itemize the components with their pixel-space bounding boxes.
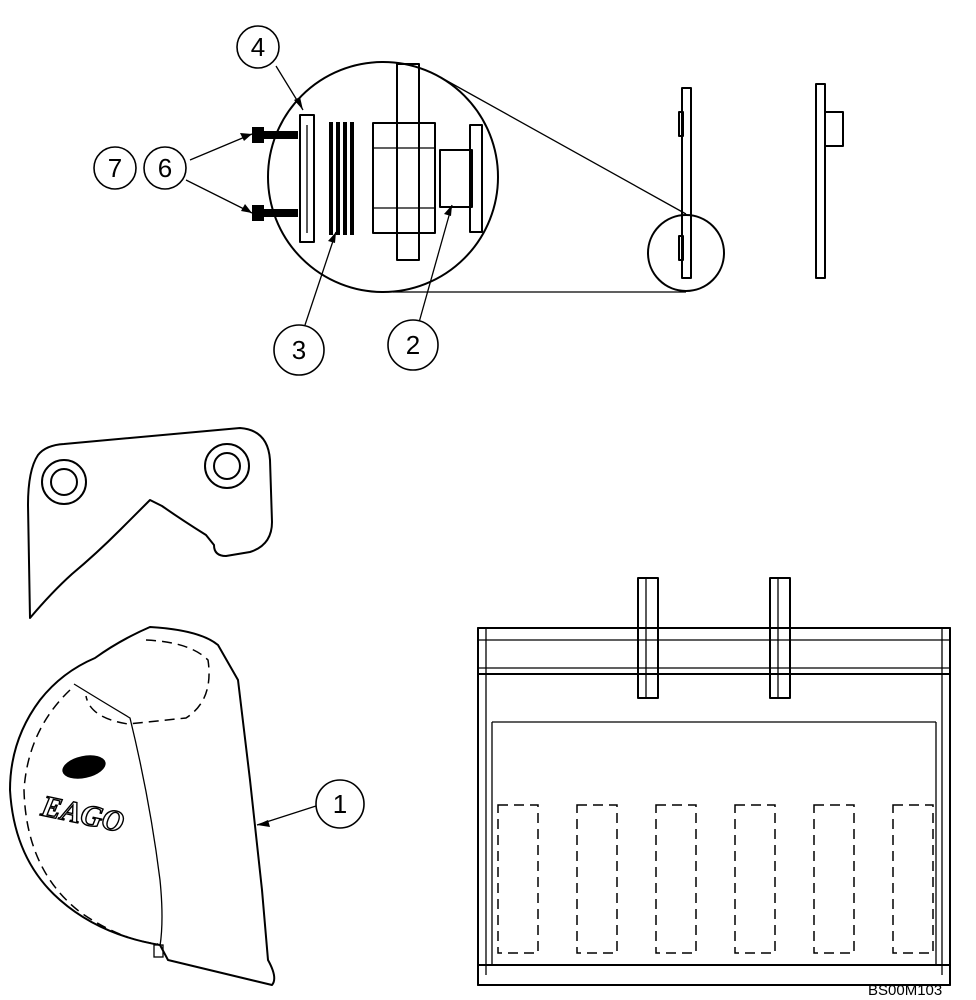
magnifier-circle (267, 61, 499, 293)
callout-3-label: 3 (292, 335, 306, 365)
clamp-plate (299, 114, 315, 243)
shim-stack (329, 122, 354, 235)
callout-1-label: 1 (333, 789, 347, 819)
detail-magnifier (252, 61, 725, 293)
drawing-code: BS00M103 (868, 982, 942, 999)
callout-1: 1 (315, 779, 365, 829)
callout-7: 7 (93, 146, 137, 190)
callout-4-label: 4 (251, 32, 265, 62)
pin-boss-left (41, 459, 87, 505)
callout-6-label: 6 (158, 153, 172, 183)
bolt-upper (252, 127, 298, 143)
callout-2-label: 2 (406, 330, 420, 360)
callout-7-label: 7 (108, 153, 122, 183)
callout-6: 6 (143, 146, 187, 190)
ear-side-view-2 (815, 83, 844, 279)
source-detail-circle (647, 214, 725, 292)
side-bracket (27, 427, 273, 619)
brand-logo: EAGO (38, 789, 127, 839)
cutting-edge (477, 964, 951, 986)
bucket-front-view (477, 577, 951, 986)
wear-strips (497, 804, 934, 954)
decal-oval (62, 755, 106, 779)
bucket-side-view: EAGO (9, 626, 276, 986)
mount-ear-left (637, 577, 659, 699)
magnifier-tangent-top (439, 76, 687, 215)
hub-block (372, 122, 436, 234)
bushing-flange (469, 124, 483, 233)
ear-side-view-1 (678, 87, 692, 279)
bucket-top-rail (477, 627, 951, 675)
callout-3: 3 (273, 324, 325, 376)
bolt-lower (252, 205, 298, 221)
callout-4: 4 (236, 25, 280, 69)
mount-ear-right (769, 577, 791, 699)
pin-boss-right (204, 443, 250, 489)
mounting-plate (396, 63, 420, 261)
bushing (439, 149, 473, 208)
leader-lines (185, 65, 453, 827)
callout-2: 2 (387, 319, 439, 371)
